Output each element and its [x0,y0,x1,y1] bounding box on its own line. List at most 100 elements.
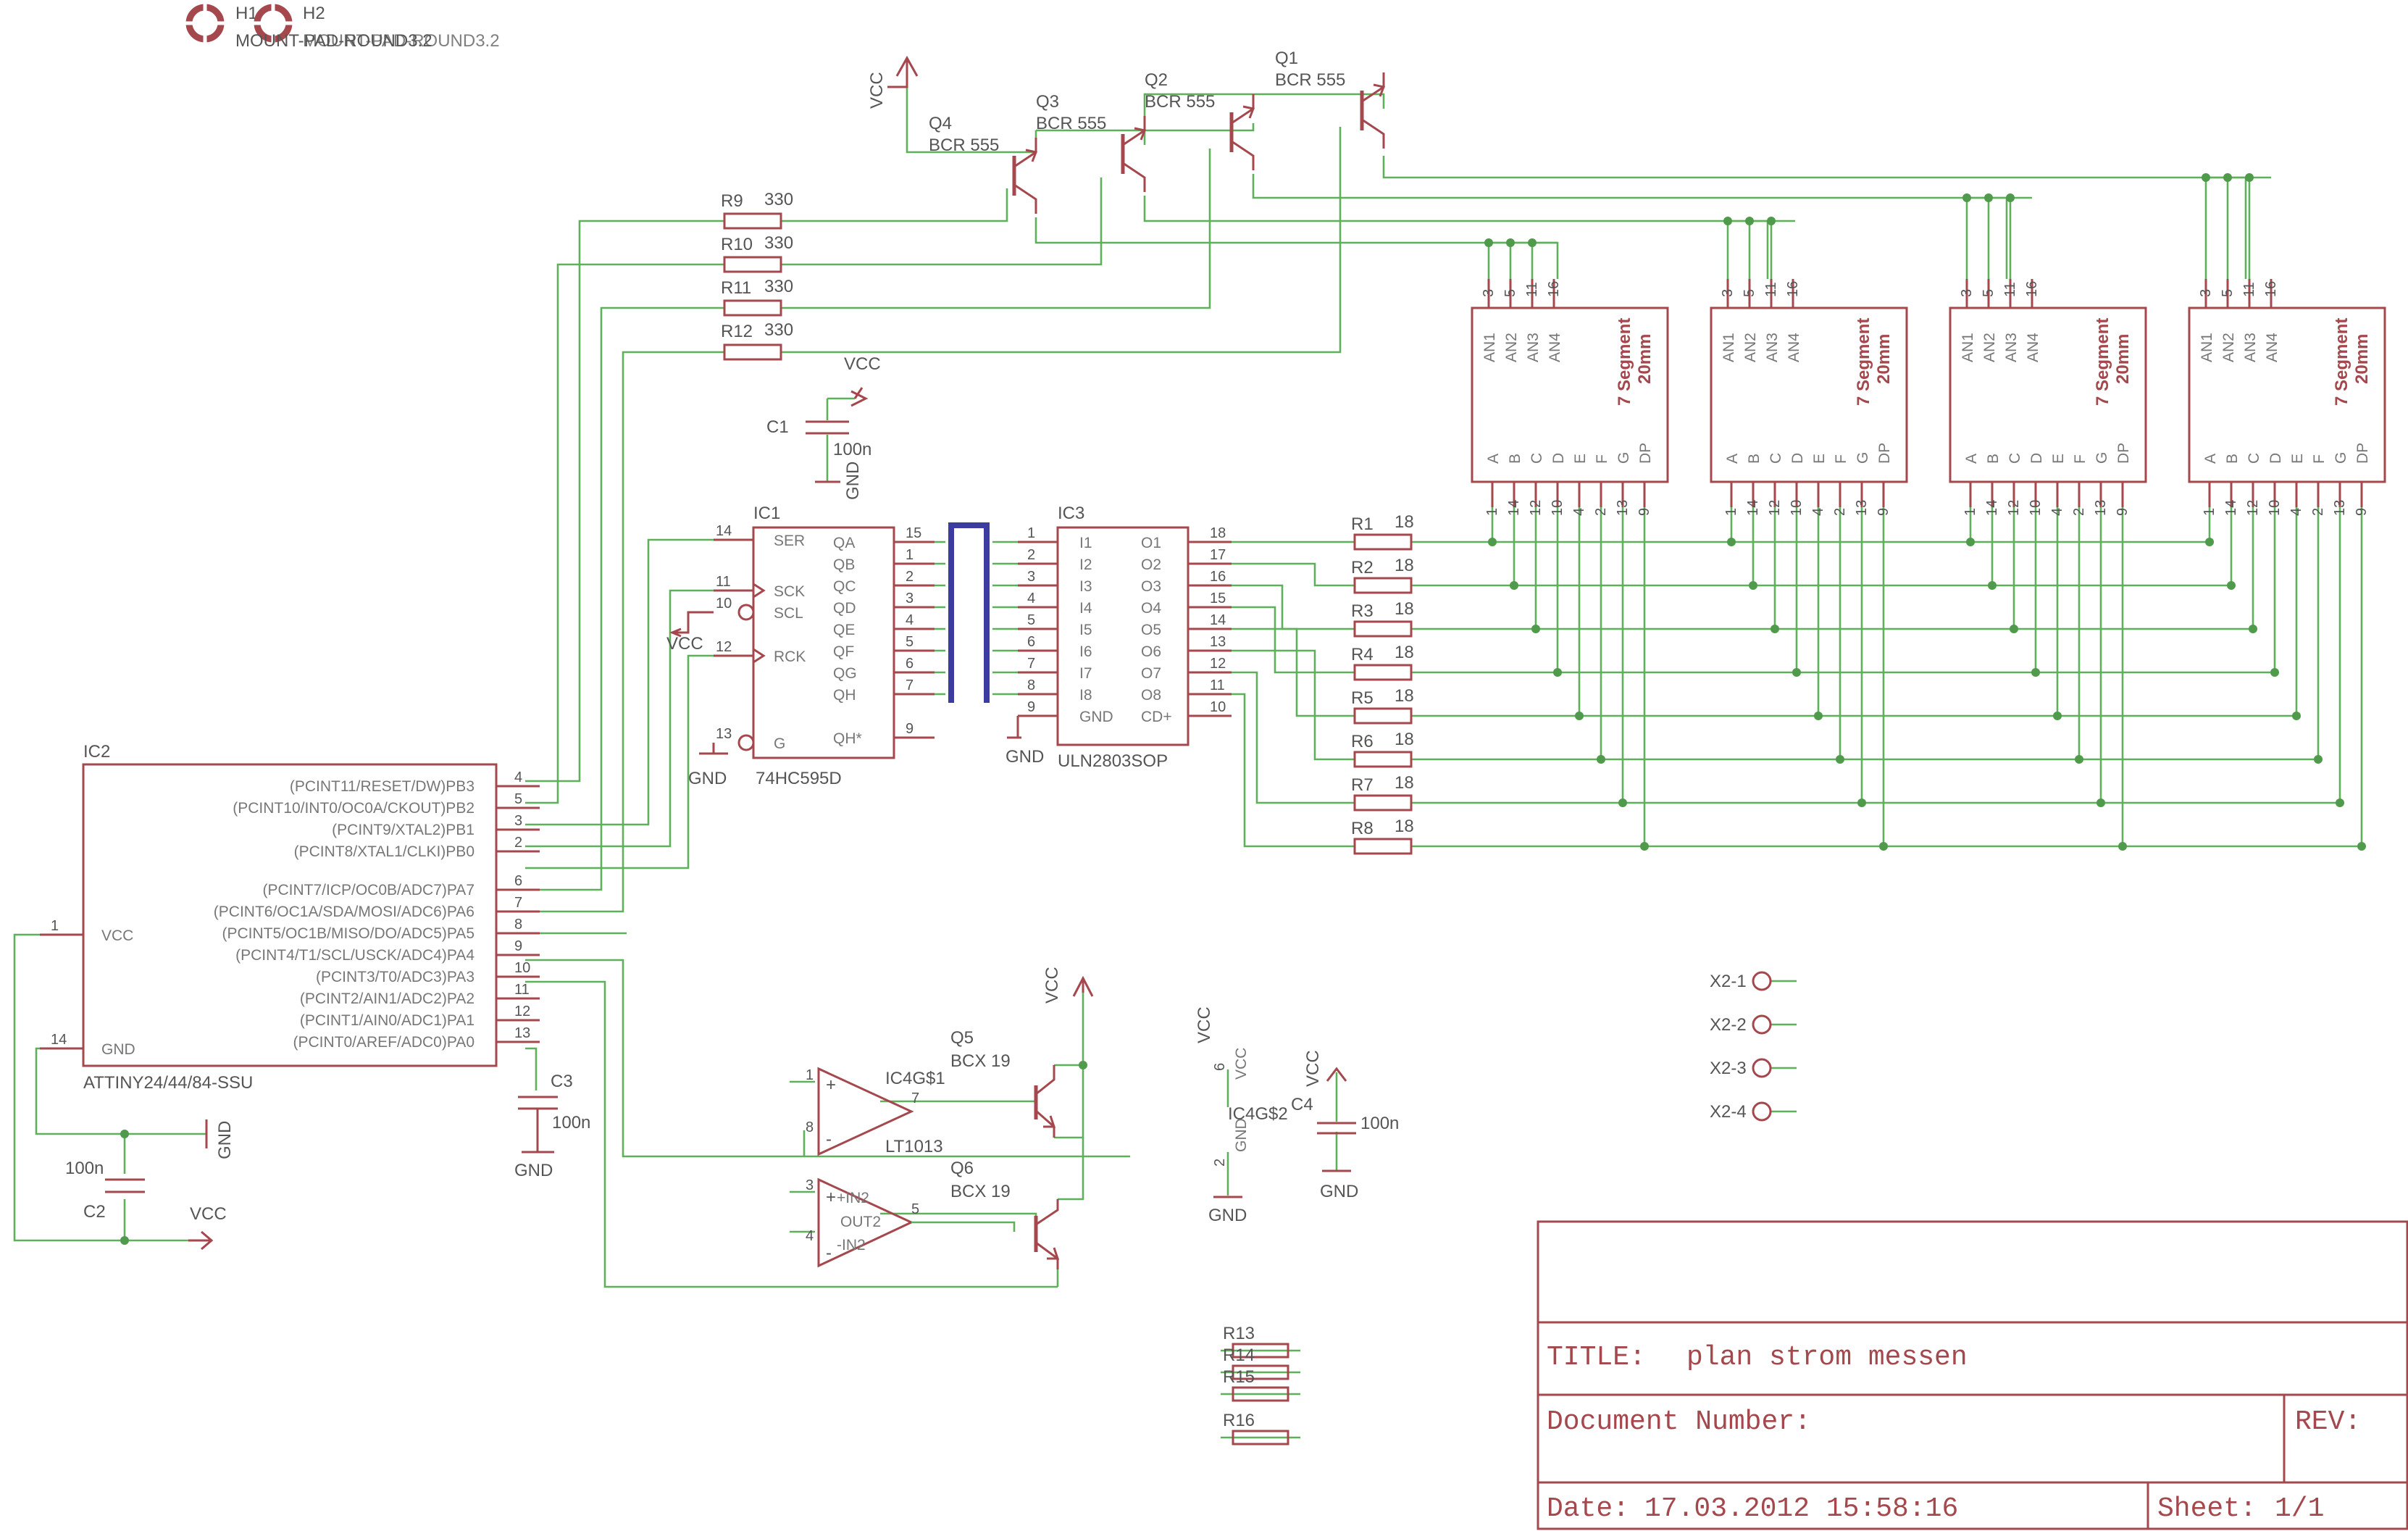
seg-segment-label: A [1963,454,1980,464]
ic3-pin-label: O4 [1141,600,1161,617]
seg-title-2: 20mm [2113,334,2133,384]
ic1-pin-num: 11 [716,574,731,590]
r4-value: 18 [1395,643,1414,662]
ic1-pin-num: 3 [906,591,914,606]
seg-top-pin: 3 [1720,289,1736,297]
seg-anode-label: AN4 [1786,333,1802,362]
ic1-pin-num: 7 [906,677,914,693]
ic2-pin-num: 10 [514,960,530,976]
seg-bottom-pin: 4 [1810,508,1826,516]
seg-segment-label: G [1855,452,1871,464]
seg-segment-label: E [1572,454,1589,464]
opamp-pwr-vcc-pin: VCC [1233,1048,1250,1080]
opamp-pwr-vcc: VCC [1195,1006,1214,1043]
ic1-pin-num: 2 [906,569,914,585]
seg-bottom-pin: 2 [2071,508,2087,516]
c4-vcc: VCC [1303,1050,1323,1087]
r9-value: 330 [764,190,793,209]
seg-top-pin: 16 [2024,281,2040,297]
ic2-pin-num: 14 [51,1032,67,1048]
seg-top-pin: 11 [1524,282,1540,297]
c4-value: 100n [1360,1114,1399,1133]
ic1-pin-label: QE [833,622,855,638]
opamp-a: + - IC4G$1 LT1013 1 8 7 [806,1067,945,1156]
seg-title-2: 20mm [1635,334,1655,384]
opamp-power: VCC 6 VCC IC4G$2 2 GND GND [1195,1006,1288,1225]
ic2-pin-label: (PCINT9/XTAL2)PB1 [332,822,475,838]
ic3-pin-label: I3 [1079,578,1092,595]
ic1-name: IC1 [753,504,780,523]
seg-top-pin: 5 [2220,289,2236,297]
ic2-pin-label: VCC [101,927,133,944]
ic3-pin-num: 10 [1210,699,1226,715]
r13-name: R13 [1223,1324,1255,1343]
connector-label: X2-1 [1710,972,1747,991]
ic1-pin-qh*: 9QH* [833,721,935,747]
seg-bottom-pin: 14 [2223,500,2239,516]
ic3-pin-num: 5 [1027,612,1035,628]
seg-anode-label: AN3 [1525,333,1542,362]
resistor-r12: R12 330 [721,320,793,361]
h2-label: H2 [303,4,325,23]
transistor-q6: Q6 BCX 19 [950,1159,1060,1269]
title-label: TITLE: [1547,1342,1646,1373]
ic1-pin-num: 14 [716,523,732,539]
seg-anode-label: AN1 [2199,333,2215,362]
ic3-pin-num: 2 [1027,547,1035,563]
q6-type: BCX 19 [950,1182,1011,1201]
ic1-pin-qh: 7QH [833,677,935,704]
seg-bottom-pin: 1 [1723,508,1739,516]
ic1-part: 74HC595D [756,769,842,788]
opamp-a-pin1: 1 [806,1067,814,1083]
seg-segment-label: E [2289,454,2306,464]
c3-name: C3 [551,1072,573,1091]
capacitor-c1: C1 100n VCC GND [766,354,881,500]
ic1-pin-qb: 1QB [833,547,935,573]
ic3-pin-num: 12 [1210,656,1226,672]
seg-top-pin: 5 [1981,289,1997,297]
r9-name: R9 [721,191,743,211]
opamp-b-in-minus: -IN2 [837,1237,866,1253]
ic3-pin-label: O8 [1141,687,1161,704]
document-number-label: Document Number: [1547,1406,1811,1438]
seg-anode-label: AN3 [1764,333,1781,362]
q5-type: BCX 19 [950,1051,1011,1071]
seg-segment-label: E [1811,454,1828,464]
connector-pin-2: X2-2 [1710,1014,1772,1035]
ic2-pin-5: 6(PCINT7/ICP/OC0B/ADC7)PA7 [262,873,540,898]
rev-label: REV: [2295,1406,2361,1438]
ic1-pin-num: 4 [906,612,914,628]
r7-value: 18 [1395,773,1414,793]
r7-name: R7 [1351,775,1374,795]
ic2-pin-label: (PCINT2/AIN1/ADC2)PA2 [300,990,475,1007]
c4-gnd: GND [1320,1182,1358,1201]
seg-anode-label: AN4 [2264,333,2281,362]
seg-segment-label: DP [1876,443,1893,464]
ic2-pin-2: 5(PCINT10/INT0/OC0A/CKOUT)PB2 [233,791,540,817]
c4-name: C4 [1291,1095,1313,1114]
connector-label: X2-2 [1710,1015,1747,1035]
connector-label: X2-4 [1710,1102,1747,1122]
capacitor-c4: VCC C4 100n GND [1291,1050,1399,1201]
seg-bottom-pin: 12 [2006,500,2022,516]
seg-bottom-pin: 9 [1876,508,1891,516]
ic2-pin-label: (PCINT10/INT0/OC0A/CKOUT)PB2 [233,800,475,817]
ic3-part: ULN2803SOP [1058,751,1168,771]
opamp-b-in-plus: +IN2 [837,1190,869,1206]
ic3-pin-num: 3 [1027,569,1035,585]
ic2-pin-label: (PCINT8/XTAL1/CLKI)PB0 [294,843,475,860]
ic3-pin-i3: 3I3 [1018,569,1092,595]
seg-anode-label: AN2 [1981,333,1998,362]
seg-segment-label: DP [1637,443,1654,464]
seg-bottom-pin: 9 [1636,508,1652,516]
ic2-pin-num: 9 [514,938,522,954]
ic1-pin-label: QG [833,665,857,682]
seg-segment-label: A [2202,454,2219,464]
ic1-pin-label: G [774,735,785,752]
